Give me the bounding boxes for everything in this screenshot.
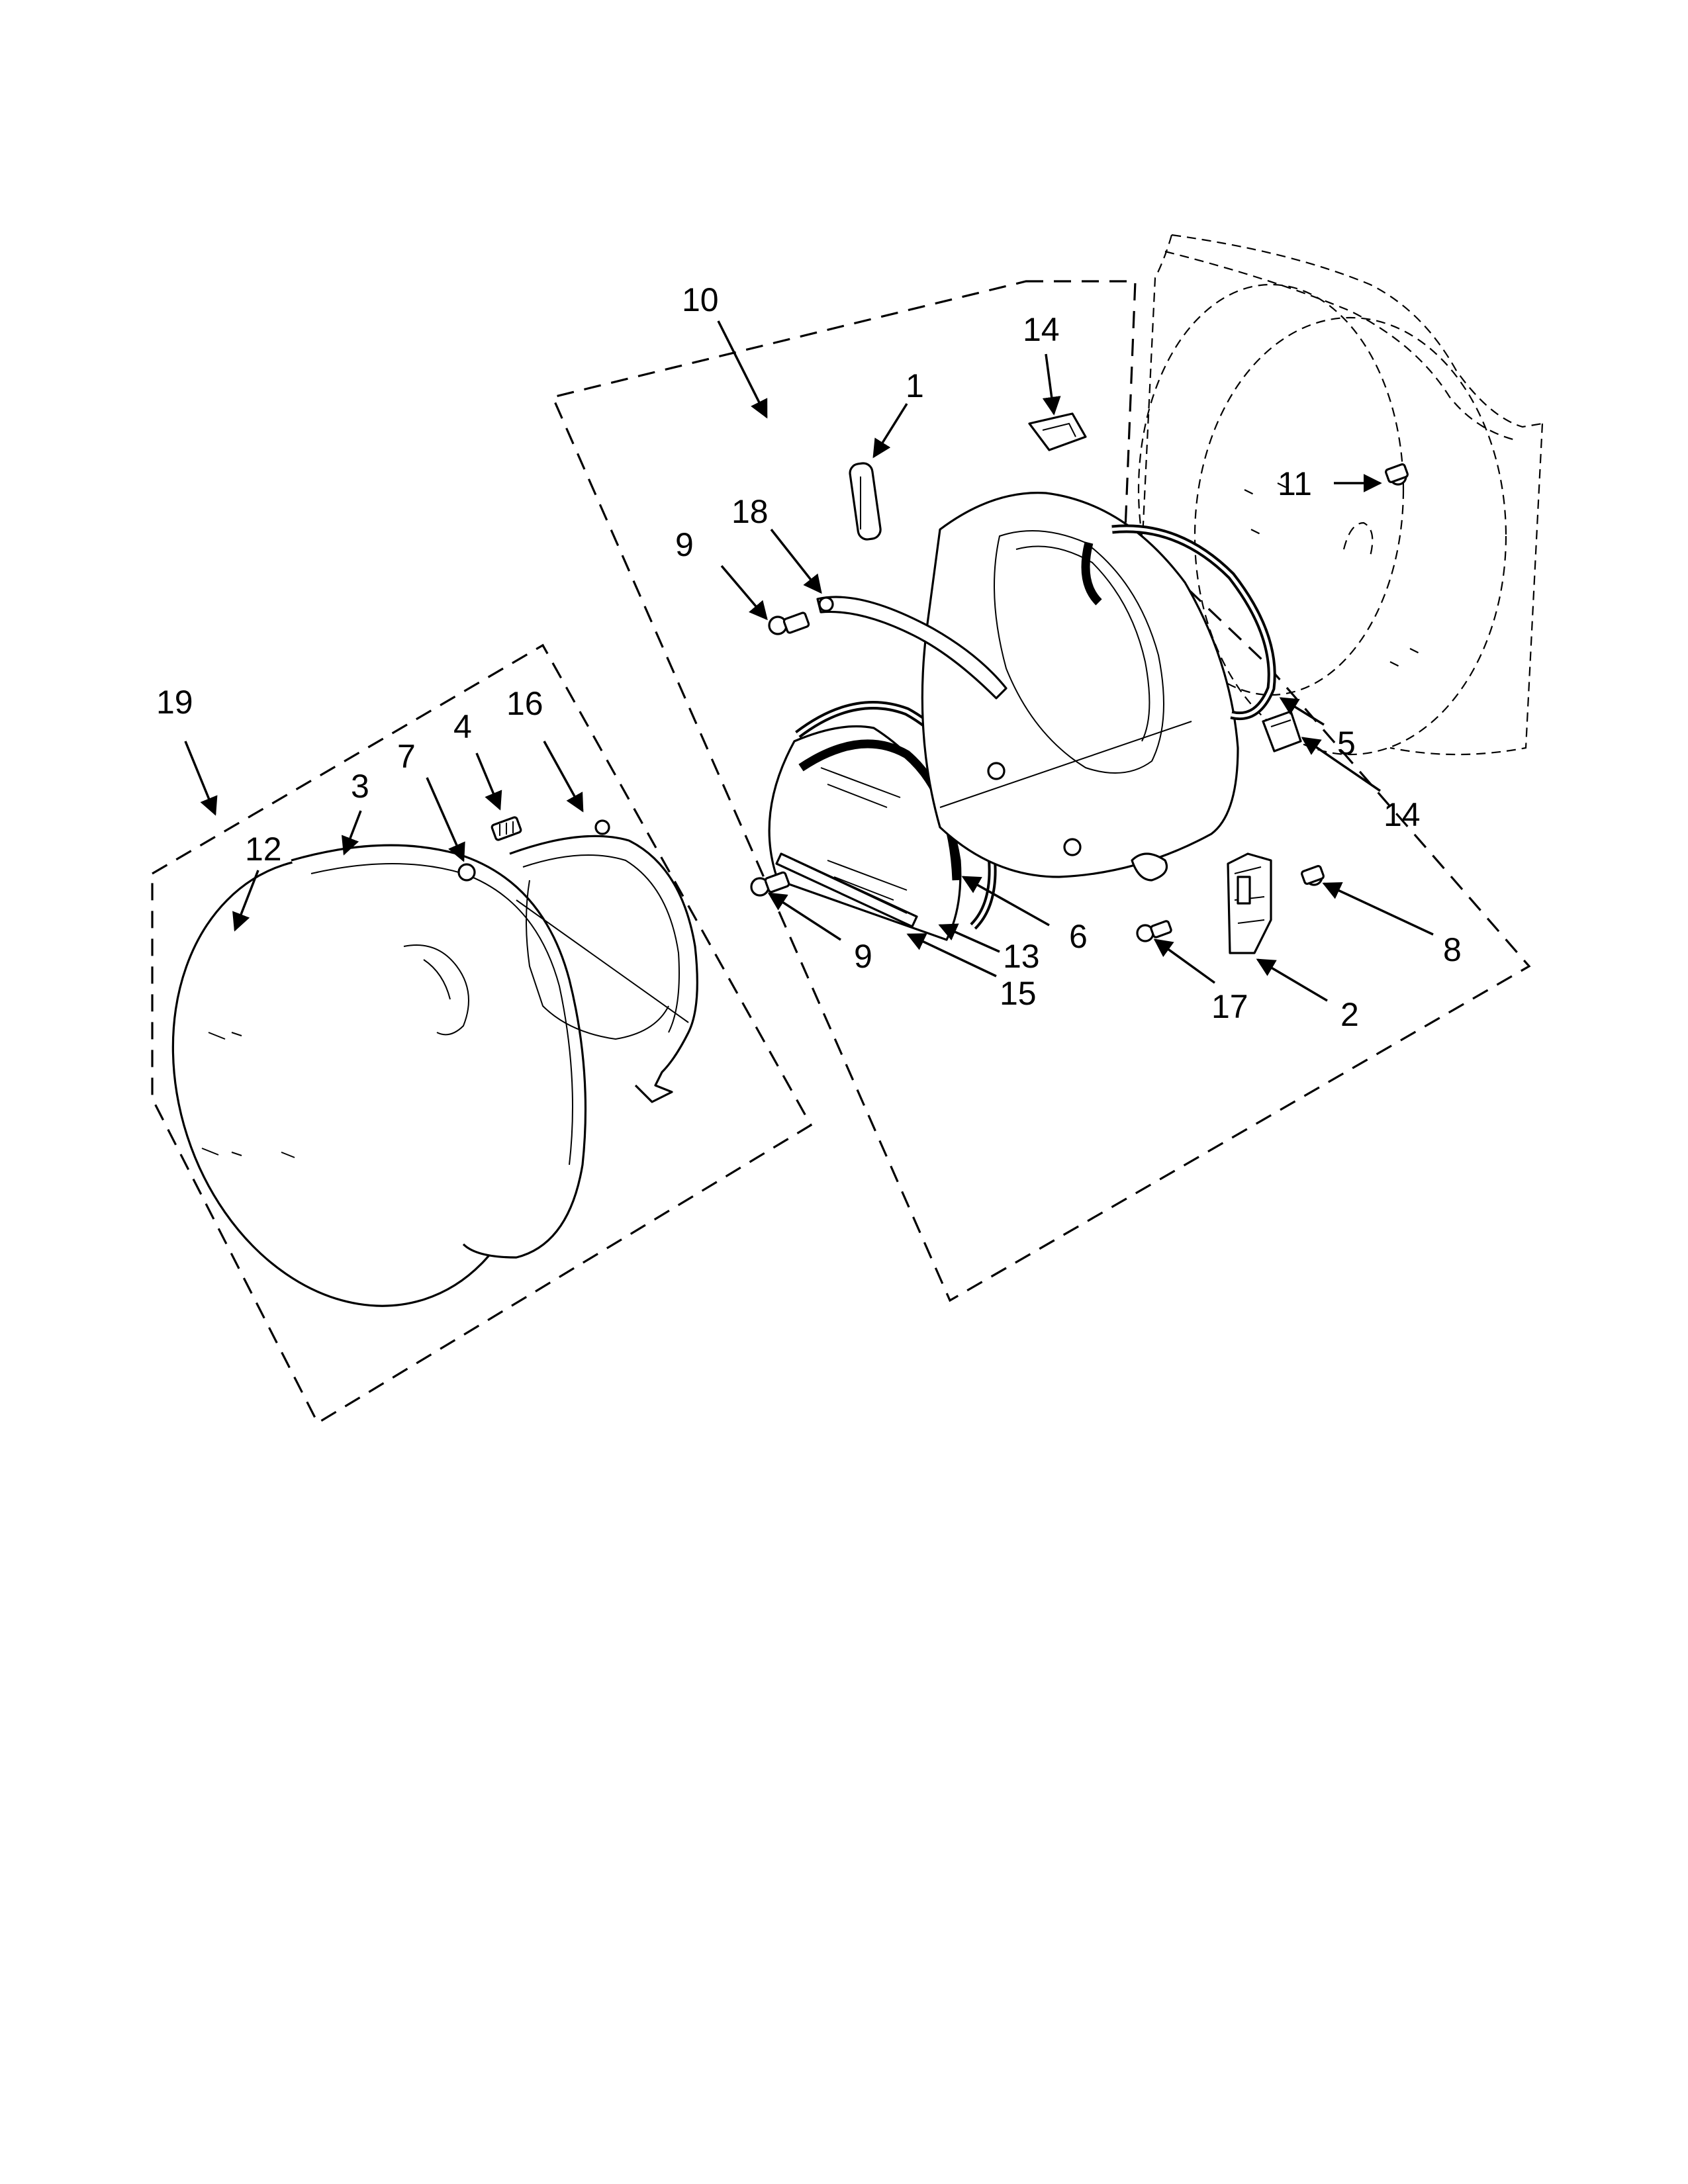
callout-8: 8 xyxy=(1443,931,1462,968)
door-handle-1 xyxy=(849,462,882,541)
callout-18: 18 xyxy=(731,493,769,530)
leader-7 xyxy=(426,777,465,862)
leader-5 xyxy=(1279,697,1325,726)
callout-6: 6 xyxy=(1069,918,1088,955)
door-seal-5 xyxy=(1081,524,1276,721)
leader-2 xyxy=(1256,958,1328,1002)
screw-17 xyxy=(1136,920,1172,942)
assembly-19-boundary xyxy=(151,643,813,1425)
callout-9-lower: 9 xyxy=(854,938,872,975)
door-glass-panel-13 xyxy=(768,725,962,941)
callout-7: 7 xyxy=(397,738,416,775)
leader-14-lower xyxy=(1301,737,1381,792)
leader-16 xyxy=(543,741,584,813)
callout-12: 12 xyxy=(245,831,282,868)
callout-5: 5 xyxy=(1337,725,1356,762)
callout-17: 17 xyxy=(1211,988,1248,1025)
door-outer-ring-3 xyxy=(291,844,587,1259)
screw-8 xyxy=(1301,864,1325,886)
callout-2: 2 xyxy=(1340,996,1359,1033)
screw-9-upper xyxy=(768,612,810,635)
screw-4 xyxy=(491,816,522,841)
leader-13 xyxy=(938,923,1000,953)
leader-arrows xyxy=(184,320,1434,1002)
leader-9-upper xyxy=(720,565,768,621)
screw-9-lower xyxy=(750,871,790,897)
leader-1 xyxy=(872,403,908,459)
screw-11 xyxy=(1385,463,1409,486)
leader-12 xyxy=(232,870,259,932)
door-hinge-2 xyxy=(1227,852,1272,954)
callout-14-lower: 14 xyxy=(1383,796,1421,833)
leader-9-lower xyxy=(767,892,841,941)
callout-4: 4 xyxy=(453,708,472,745)
callout-10: 10 xyxy=(682,281,719,318)
strike-clip-14-upper xyxy=(1028,412,1087,451)
callout-15: 15 xyxy=(1000,975,1037,1012)
callout-19: 19 xyxy=(156,684,193,721)
callout-16: 16 xyxy=(506,685,543,722)
callout-13: 13 xyxy=(1003,938,1040,975)
pin-7 xyxy=(457,863,476,882)
door-inner-frame-16 xyxy=(509,819,698,1103)
leader-14-upper xyxy=(1042,353,1061,416)
callout-14-upper: 14 xyxy=(1023,311,1060,348)
callout-9-upper: 9 xyxy=(675,526,694,563)
glass-retainer-strip-15 xyxy=(775,852,918,928)
callout-3: 3 xyxy=(351,768,369,805)
leader-4 xyxy=(475,752,502,811)
hinge-bracket-18 xyxy=(816,596,1008,700)
callout-1: 1 xyxy=(906,367,924,404)
leader-10 xyxy=(717,320,768,419)
leader-8 xyxy=(1322,882,1434,936)
leader-6 xyxy=(961,876,1050,927)
leader-19 xyxy=(184,741,218,816)
leader-15 xyxy=(906,933,997,978)
callout-labels: 10 14 1 11 18 9 5 14 8 6 13 9 15 17 2 19… xyxy=(156,281,1462,1033)
leader-18 xyxy=(770,528,822,594)
strike-clip-14-lower xyxy=(1262,710,1302,752)
door-liner-frame xyxy=(921,492,1239,882)
callout-11: 11 xyxy=(1278,465,1312,502)
leader-3 xyxy=(341,810,362,856)
assembly-10-boundary xyxy=(551,280,1531,1302)
leader-17 xyxy=(1153,938,1216,984)
